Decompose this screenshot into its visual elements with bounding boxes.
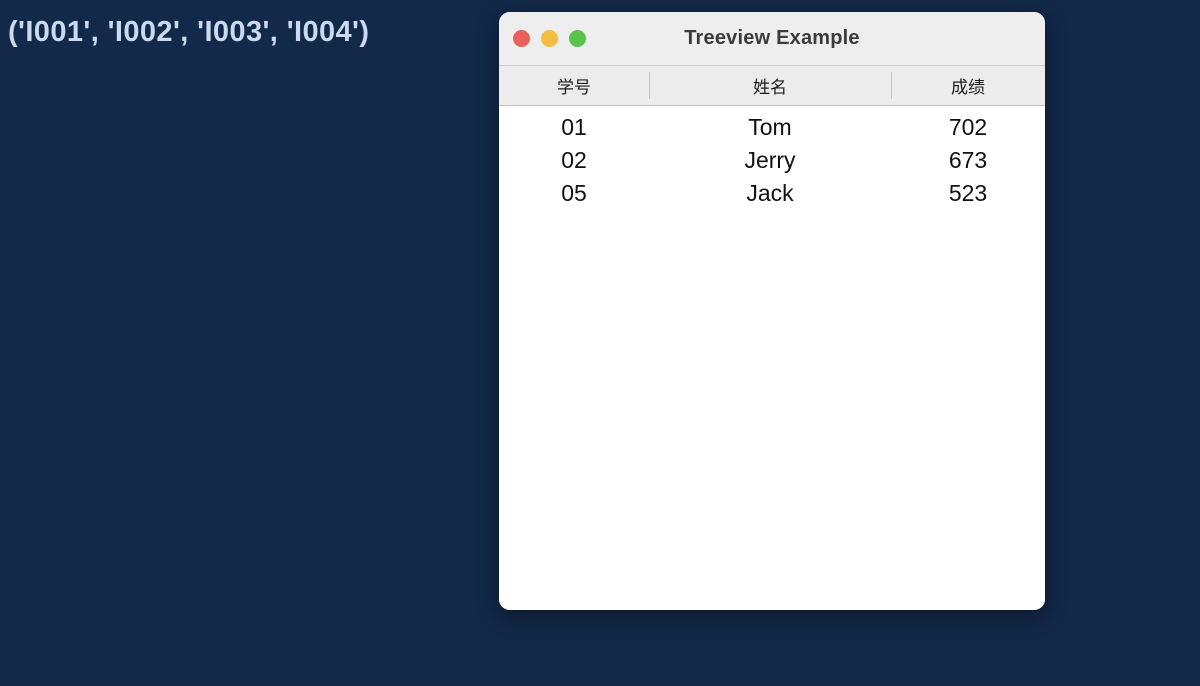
cell-id: 01 [561, 114, 587, 140]
table-row[interactable]: 01 Tom 702 [499, 111, 1045, 144]
close-window-icon[interactable] [513, 30, 530, 47]
cell-name: Tom [748, 114, 792, 140]
column-header-id[interactable]: 学号 [557, 78, 591, 98]
table-row[interactable]: 05 Jack 523 [499, 177, 1045, 210]
minimize-window-icon[interactable] [541, 30, 558, 47]
cell-id: 05 [561, 180, 587, 206]
column-header-score[interactable]: 成绩 [891, 66, 1045, 105]
window-title: Treeview Example [684, 27, 860, 49]
treeview-header-row: 学号 姓名 成绩 [499, 66, 1045, 106]
cell-name: Jerry [744, 147, 796, 173]
cell-id: 02 [561, 147, 587, 173]
maximize-window-icon[interactable] [569, 30, 586, 47]
cell-score: 673 [948, 147, 988, 173]
cell-score: 702 [948, 114, 988, 140]
treeview-body[interactable]: 01 Tom 702 02 Jerry 673 05 Jack 523 [499, 106, 1045, 610]
cell-name: Jack [746, 180, 794, 206]
treeview-widget[interactable]: 学号 姓名 成绩 01 Tom 702 02 Jerry 673 05 Jack… [499, 66, 1045, 610]
app-window: Treeview Example 学号 姓名 成绩 01 Tom 702 02 … [499, 12, 1045, 610]
cell-score: 523 [948, 180, 988, 206]
console-output-text: ('I001', 'I002', 'I003', 'I004') [8, 16, 370, 48]
window-titlebar: Treeview Example [499, 12, 1045, 66]
column-header-name[interactable]: 姓名 [649, 66, 891, 105]
traffic-light-group [513, 12, 586, 65]
table-row[interactable]: 02 Jerry 673 [499, 144, 1045, 177]
